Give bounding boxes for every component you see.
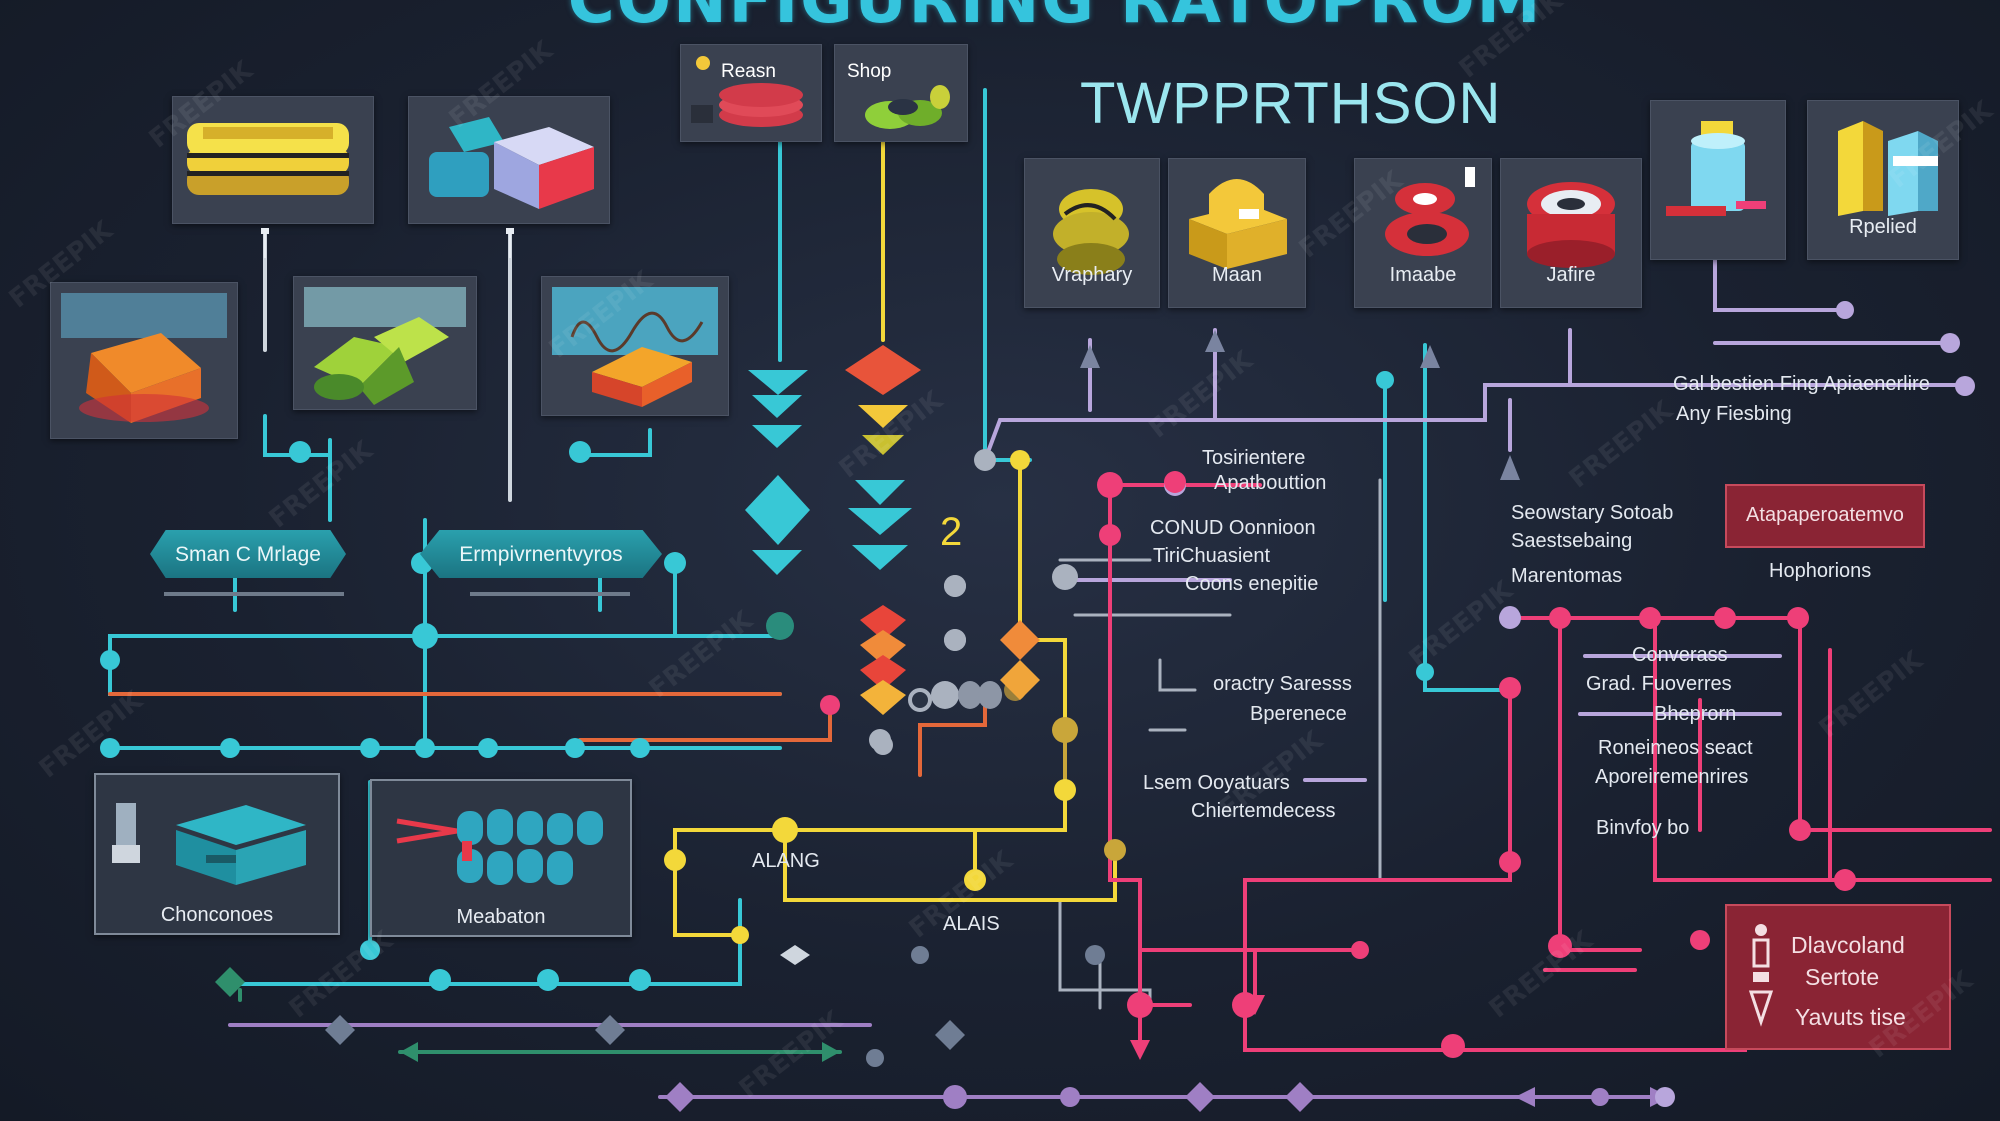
pipe-bundle-icon xyxy=(396,809,603,885)
red-box-top[interactable]: Atapaperoatemvo xyxy=(1725,484,1925,548)
module-label: Vraphary xyxy=(1051,264,1133,286)
right-label: Hophorions xyxy=(1769,560,1872,582)
right-label: Any Fiesbing xyxy=(1676,403,1792,425)
right-label: Converass xyxy=(1632,644,1728,666)
right-label: Seowstary Sotoab xyxy=(1511,502,1674,524)
warm-chevrons xyxy=(845,345,1040,715)
right-label: Bheprorn xyxy=(1654,703,1737,725)
page-title: CONFIGURING RATOPROM xyxy=(567,0,1543,38)
panel-meabaton: Meabaton xyxy=(370,779,632,937)
pink-line xyxy=(1108,483,1142,1052)
module-rpelied[interactable]: Rpelied xyxy=(1807,100,1959,260)
red-box-line: Dlavcoland xyxy=(1791,932,1905,958)
lavender-line xyxy=(983,383,1957,462)
banner-left-1[interactable] xyxy=(150,530,346,578)
right-label: Aporeiremenrires xyxy=(1595,766,1749,788)
yellow-line xyxy=(783,828,1117,902)
mid-label: CONUD Oonnioon xyxy=(1150,517,1316,539)
green-cubes-icon xyxy=(304,287,466,405)
right-label: Binvfoy bo xyxy=(1596,817,1690,839)
diamond-markers xyxy=(215,945,1315,1112)
cyan-chevrons xyxy=(745,370,912,575)
orange-cube-icon xyxy=(61,293,227,423)
right-label: Marentomas xyxy=(1511,565,1623,587)
module-vraphary[interactable]: Vraphary xyxy=(1024,158,1160,308)
red-rings-icon xyxy=(1385,167,1475,256)
banner-label: Sman C Mrlage xyxy=(175,543,321,566)
grey-dots xyxy=(873,575,1002,755)
coil-icon xyxy=(691,56,803,127)
module-cyan-cylinder[interactable] xyxy=(1650,100,1786,260)
mid-label: oractry Saresss xyxy=(1213,673,1352,695)
mid-label: Bperenece xyxy=(1250,703,1347,725)
right-label: Gal bestien Fing Apiaenerlire xyxy=(1673,373,1930,395)
mid-label: Chiertemdecess xyxy=(1191,800,1336,822)
right-label: Saestsebaing xyxy=(1511,530,1633,552)
banner-left-2[interactable] xyxy=(420,530,662,578)
cyan-line xyxy=(578,428,652,457)
module-jafire[interactable]: Jafire xyxy=(1500,158,1642,308)
yellow-pillars-icon xyxy=(1838,121,1938,216)
panel-green-cubes xyxy=(293,276,477,410)
panel-chonconoes: Chonconoes xyxy=(94,773,340,935)
page-subtitle: TWPPRTHSON xyxy=(1080,71,1502,136)
mid-label: Coons enepitie xyxy=(1185,573,1319,595)
mid-label: TiriChuasient xyxy=(1153,545,1271,567)
right-label: Roneimeos seact xyxy=(1598,737,1753,759)
panel-caption: Chonconoes xyxy=(160,904,274,926)
machine-icon xyxy=(112,803,306,885)
mid-label: Apatbouttion xyxy=(1214,472,1327,494)
node-label-alais: ALAIS xyxy=(943,913,1000,935)
tab-shop[interactable]: Shop xyxy=(834,44,968,142)
right-label: Grad. Fuoverres xyxy=(1586,673,1732,695)
module-imaabe[interactable]: Imaabe xyxy=(1354,158,1492,308)
red-box-line: Atapaperoatemvo xyxy=(1746,504,1904,526)
panel-caption: Meabaton xyxy=(456,906,546,928)
person-icon xyxy=(1748,924,1774,1027)
mid-label: Lsem Ooyatuars xyxy=(1143,772,1290,794)
panel-blocks-cube xyxy=(408,96,610,224)
gold-stack-icon xyxy=(187,123,349,195)
pink-line xyxy=(1653,616,1992,882)
panel-gold-stack xyxy=(172,96,374,224)
wire-cubes-icon xyxy=(552,287,718,407)
module-maan[interactable]: Maan xyxy=(1168,158,1306,308)
red-box-line: Sertote xyxy=(1805,964,1880,990)
banner-label: Ermpivrnentvyros xyxy=(459,543,623,566)
banner-underline xyxy=(164,592,630,596)
module-label: Jafire xyxy=(1546,264,1596,286)
tab-label: Shop xyxy=(847,61,892,82)
node-label-alang: ALANG xyxy=(752,850,820,872)
panel-wire-cubes xyxy=(541,276,729,416)
gold-box-icon xyxy=(1189,179,1287,269)
cyan-line xyxy=(1423,343,1512,692)
panel-orange-cube xyxy=(50,282,238,439)
blocks-cube-icon xyxy=(429,117,594,209)
module-label: Imaabe xyxy=(1389,264,1457,286)
yellow-pillars-icon xyxy=(1053,189,1129,275)
mid-label: Tosirientere xyxy=(1202,447,1306,469)
pin-icon xyxy=(261,228,269,258)
nodes xyxy=(100,301,1975,1109)
grey-line xyxy=(1158,658,1197,692)
orange-line xyxy=(578,703,832,742)
chain-links-icon xyxy=(865,85,950,129)
number-label: 2 xyxy=(940,510,963,554)
tab-label: Reasn xyxy=(721,61,776,82)
module-label: Maan xyxy=(1211,264,1263,286)
tab-reasn[interactable]: Reasn xyxy=(680,44,822,142)
cyan-cylinder-icon xyxy=(1666,121,1766,216)
lavender-line xyxy=(1713,238,1847,312)
red-box-line: Yavuts tise xyxy=(1795,1004,1906,1030)
module-label: Rpelied xyxy=(1849,216,1917,238)
ring-machine-icon xyxy=(1527,182,1615,268)
red-box-bottom[interactable]: Dlavcoland Sertote Yavuts tise xyxy=(1725,904,1951,1050)
pin-icon xyxy=(506,228,514,258)
